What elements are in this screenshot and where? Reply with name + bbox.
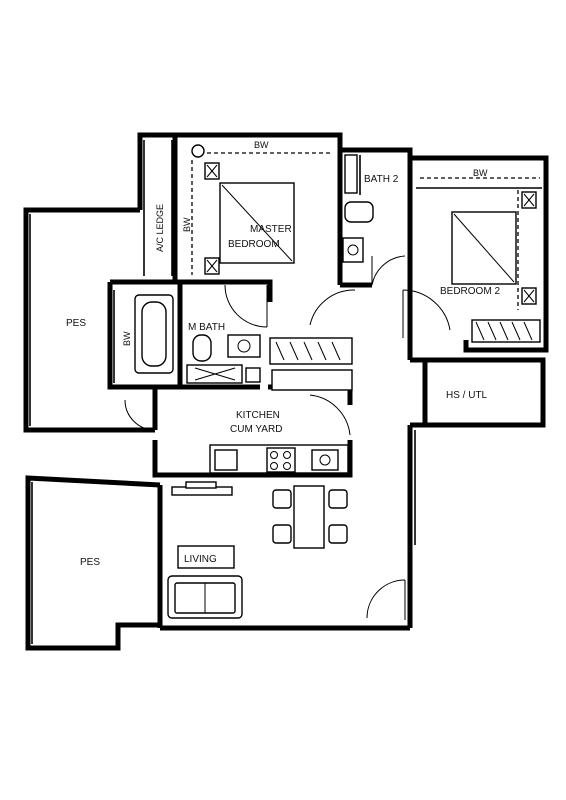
living-label: LIVING xyxy=(184,554,217,565)
basin-icon xyxy=(342,237,364,263)
toilet-icon xyxy=(192,334,212,362)
kitchen-label-2: CUM YARD xyxy=(230,424,282,435)
chair-icon xyxy=(328,489,348,509)
bedroom2-label: BEDROOM 2 xyxy=(440,286,500,297)
master-bedroom-label-2: BEDROOM xyxy=(228,239,280,250)
bw-mbath-label: BW xyxy=(122,331,132,346)
sink-icon xyxy=(311,449,339,471)
chair-icon xyxy=(328,524,348,544)
bw-labels: BW BW BW BW xyxy=(122,140,488,346)
bw-bedroom2-label: BW xyxy=(473,168,488,178)
ac-ledge-label: A/C LEDGE xyxy=(155,204,165,252)
basin-icon xyxy=(227,334,261,358)
wardrobe-icon xyxy=(471,319,541,343)
master-bedroom-label-1: MASTER xyxy=(250,224,292,235)
master-wardrobe xyxy=(269,337,353,391)
doors xyxy=(124,255,451,620)
master-bedroom-furniture xyxy=(191,144,332,275)
bath2-fixtures xyxy=(342,154,374,263)
bw-master-side-label: BW xyxy=(182,217,192,232)
pes-top-label: PES xyxy=(66,318,86,329)
chair-icon xyxy=(272,489,292,509)
dining-table-icon xyxy=(293,485,325,549)
pes-top-area xyxy=(23,207,155,433)
column-icon xyxy=(191,144,205,158)
toilet-icon xyxy=(344,201,374,223)
fridge-icon xyxy=(214,449,238,471)
cabinet-icon xyxy=(245,367,261,383)
living-furniture xyxy=(167,481,348,619)
mbath-label: M BATH xyxy=(188,322,225,333)
bath2-label: BATH 2 xyxy=(364,174,399,185)
pes-bottom-area xyxy=(25,475,161,651)
bw-master-top-label: BW xyxy=(254,140,269,150)
coffee-table-icon xyxy=(177,545,235,569)
kitchen-fixtures xyxy=(209,444,349,474)
bedroom2-furniture xyxy=(420,177,541,343)
mbath-fixtures xyxy=(134,294,261,384)
kitchen-label-1: KITCHEN xyxy=(236,410,280,421)
outer-walls xyxy=(107,132,549,631)
shower-icon xyxy=(344,154,358,194)
chair-icon xyxy=(272,524,292,544)
hs-utl-label: HS / UTL xyxy=(446,390,488,401)
room-labels: MASTER BEDROOM BEDROOM 2 BATH 2 M BATH K… xyxy=(66,174,500,568)
pes-bottom-label: PES xyxy=(80,557,100,568)
